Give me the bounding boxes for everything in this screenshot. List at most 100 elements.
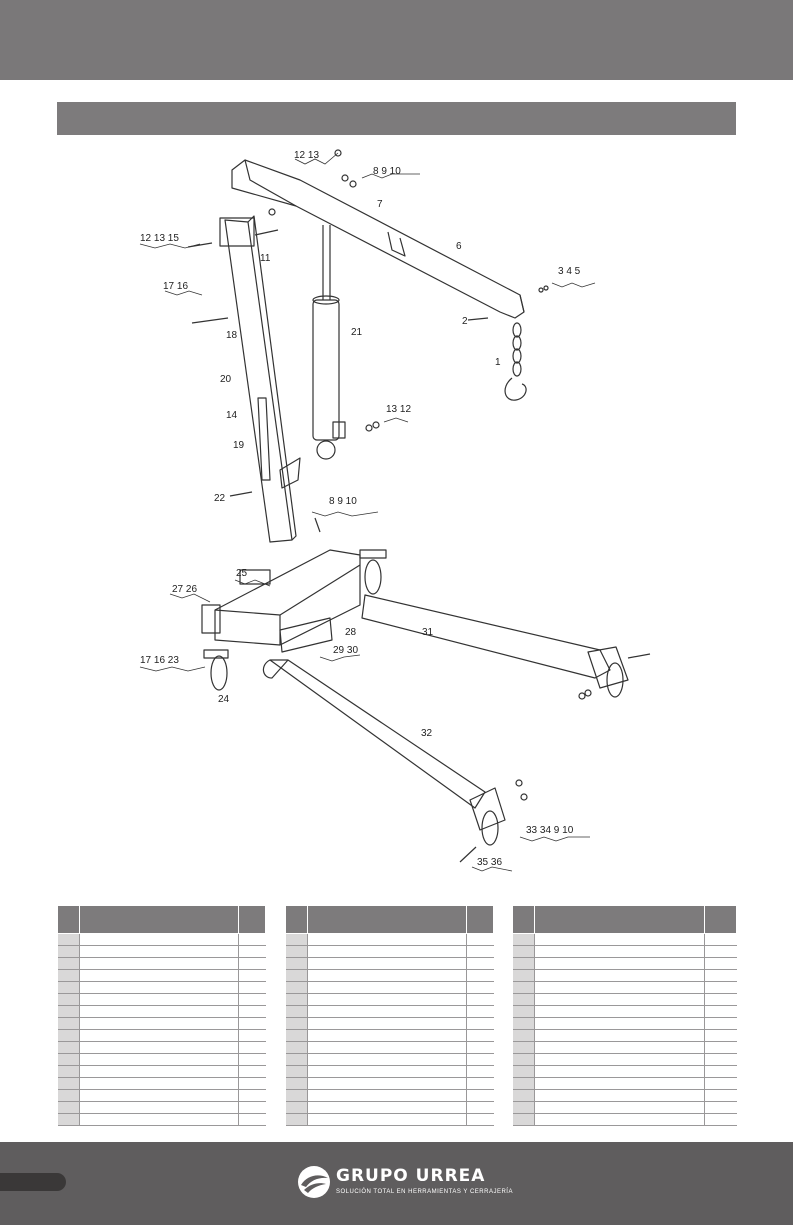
mast-side [247,215,297,541]
callout-32: 32 [421,728,433,739]
col-header-description [79,905,239,934]
table-row [512,1029,737,1042]
table-row [512,945,737,958]
table-row [512,969,737,982]
hook-chain [504,322,527,401]
table-row [285,1029,494,1042]
callout-18: 18 [226,330,238,341]
table-row [57,1089,266,1102]
parts-table-2 [285,905,494,1126]
boom [231,159,525,319]
callout-21: 21 [351,327,363,338]
bolts [187,229,651,863]
callout-20: 20 [220,374,232,385]
base-frame [214,549,361,646]
mount-plate [239,569,271,585]
col-header-number [57,905,80,934]
table-row [285,933,494,946]
callout-19: 19 [233,440,245,451]
callout-7: 7 [377,199,383,210]
hydraulic-cylinder [312,225,346,460]
callout-25: 25 [236,568,248,579]
callout-11: 11 [260,253,271,264]
callout-8-9-10-top: 8 9 10 [373,166,401,177]
table-row [512,1017,737,1030]
front-right-caster [359,549,387,595]
table-row [512,1065,737,1078]
footer-band [0,1142,793,1225]
callout-35-36: 35 36 [477,857,502,868]
table-row [285,945,494,958]
table-header-row [57,905,266,934]
right-leg-wheel [606,662,624,698]
table-row [285,969,494,982]
callout-8-9-10-mid: 8 9 10 [329,496,357,507]
table-row [285,1077,494,1090]
callout-1: 1 [495,357,501,368]
table-row [57,981,266,994]
boom-sleeve [387,231,406,257]
table-row [285,1065,494,1078]
callout-12-13-15: 12 13 15 [140,233,179,244]
mast [224,219,293,543]
table-row [57,1053,266,1066]
table-row [57,1041,266,1054]
brand-logo: GRUPO URREA SOLUCIÓN TOTAL EN HERRAMIENT… [297,1165,512,1201]
parts-list-tables [57,905,737,1126]
table-row [57,1029,266,1042]
table-row [285,1005,494,1018]
callout-13-12: 13 12 [386,404,411,415]
washers [268,149,592,801]
table-header-row [285,905,494,934]
table-row [57,957,266,970]
callout-24: 24 [218,694,230,705]
table-row [57,1017,266,1030]
table-row [285,1017,494,1030]
table-row [285,1101,494,1114]
table-row [512,1041,737,1054]
brace-plate [279,457,301,489]
leader-lines [139,152,596,872]
front-leg [269,659,486,809]
boom-edge [244,159,297,207]
table-row [285,981,494,994]
handle-grip [257,397,271,481]
exploded-parts-diagram: 12 13 8 9 10 7 12 13 15 11 6 3 4 5 17 16… [120,140,680,880]
table-row [57,969,266,982]
mast-top-plate [219,217,255,247]
table-row [285,1089,494,1102]
table-row [512,1113,737,1126]
table-row [57,933,266,946]
table-row [285,1053,494,1066]
table-row [57,1077,266,1090]
table-row [285,993,494,1006]
callout-17-16-23: 17 16 23 [140,655,179,666]
right-leg [361,594,611,679]
callout-3-4-5: 3 4 5 [558,266,581,277]
grupo-urrea-logo-icon [298,1166,330,1198]
callout-28: 28 [345,627,357,638]
callout-27-26: 27 26 [172,584,197,595]
callout-33-34-9-10: 33 34 9 10 [526,825,574,836]
table-header-row [512,905,737,934]
table-row [285,957,494,970]
table-row [512,1077,737,1090]
callout-2: 2 [462,316,468,327]
callout-14: 14 [226,410,238,421]
page-number-tab [0,1173,66,1191]
table-row [512,1101,737,1114]
callout-31: 31 [422,627,434,638]
section-title-bar [57,102,736,135]
table-row [285,1041,494,1054]
table-row [57,1101,266,1114]
table-row [57,993,266,1006]
table-row [512,993,737,1006]
parts-table-3 [512,905,737,1126]
brand-tagline: SOLUCIÓN TOTAL EN HERRAMIENTAS Y CERRAJE… [336,1189,513,1195]
col-header-quantity [238,905,266,934]
leg-socket [279,617,333,653]
table-row [57,1065,266,1078]
top-header-band [0,0,793,80]
parts-table-1 [57,905,266,1126]
table-row [57,945,266,958]
